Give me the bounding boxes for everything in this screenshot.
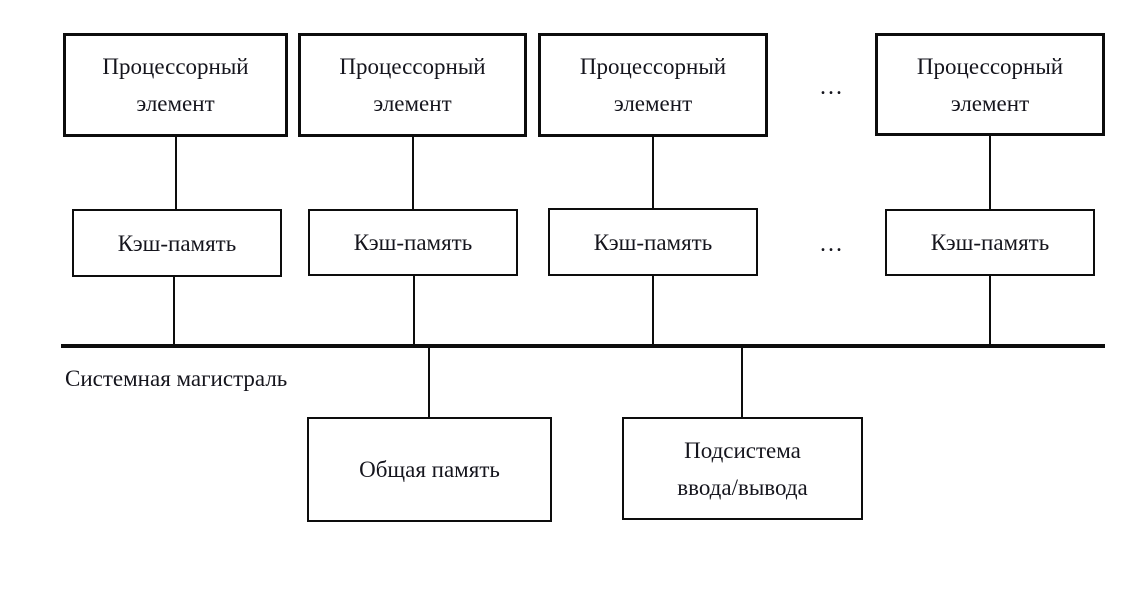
cache-memory-label: Кэш-память (593, 229, 713, 255)
connector-pe4-cache4 (989, 135, 991, 210)
cache-memory-box-3: Кэш-память (548, 208, 758, 276)
io-subsystem-box: Подсистема ввода/вывода (622, 417, 863, 520)
connector-cache3-bus (652, 275, 654, 344)
connector-bus-shared-memory (428, 348, 430, 417)
cache-memory-box-2: Кэш-память (308, 209, 518, 276)
shared-memory-label: Общая память (359, 457, 500, 482)
processor-element-box-3: Процессорный элемент (538, 33, 768, 137)
system-bus-line (61, 344, 1105, 348)
connector-cache1-bus (173, 276, 175, 344)
processor-element-label: Процессорный элемент (102, 54, 249, 116)
processor-element-box-2: Процессорный элемент (298, 33, 527, 137)
connector-cache2-bus (413, 275, 415, 344)
cache-memory-label: Кэш-память (930, 230, 1050, 255)
cache-memory-label: Кэш-память (353, 230, 473, 255)
shared-memory-box: Общая память (307, 417, 552, 522)
connector-pe1-cache1 (175, 136, 177, 210)
processor-element-label: Процессорный элемент (579, 54, 727, 116)
ellipsis-caches: ... (820, 231, 844, 257)
processor-element-box-1: Процессорный элемент (63, 33, 288, 137)
connector-pe2-cache2 (412, 136, 414, 210)
connector-pe3-cache3 (652, 136, 654, 210)
connector-bus-io-subsystem (741, 348, 743, 417)
io-subsystem-label: Подсистема ввода/вывода (677, 437, 808, 500)
connector-cache4-bus (989, 275, 991, 344)
cache-memory-label: Кэш-память (117, 230, 237, 256)
cache-memory-box-4: Кэш-память (885, 209, 1095, 276)
system-bus-label: Системная магистраль (65, 366, 288, 391)
processor-element-box-4: Процессорный элемент (875, 33, 1105, 136)
cache-memory-box-1: Кэш-память (72, 209, 282, 277)
processor-element-label: Процессорный элемент (916, 53, 1064, 116)
ellipsis-processors: ... (820, 74, 844, 100)
processor-element-label: Процессорный элемент (339, 54, 486, 116)
